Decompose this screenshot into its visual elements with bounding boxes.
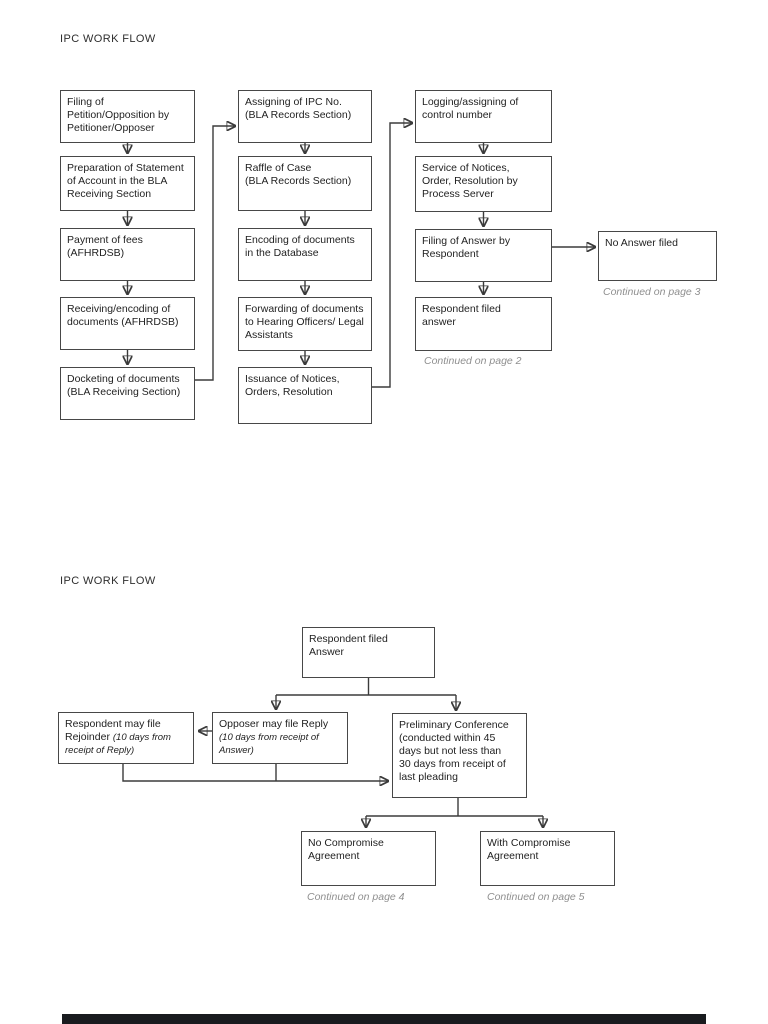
flow2-title: IPC WORK FLOW (60, 575, 156, 587)
node-issuance-notices-label: Issuance of Notices, Orders, Resolution (245, 373, 340, 398)
node-encoding-database: Encoding of documents in the Database (238, 228, 372, 281)
continued-page-5: Continued on page 5 (487, 891, 585, 903)
node-no-answer-filed: No Answer filed (598, 231, 717, 281)
node-no-answer-filed-label: No Answer filed (605, 237, 678, 249)
node-payment-of-fees-label: Payment of fees (AFHRDSB) (67, 234, 143, 259)
node-docketing-documents: Docketing of documents (BLA Receiving Se… (60, 367, 195, 420)
node-payment-of-fees: Payment of fees (AFHRDSB) (60, 228, 195, 281)
node-respondent-filed-answer-2-label: Respondent filed Answer (309, 633, 388, 658)
node-opposer-reply: Opposer may file Reply (10 days from rec… (212, 712, 348, 764)
node-with-compromise-label: With Compromise Agreement (487, 837, 571, 862)
node-opposer-reply-label: Opposer may file Reply (219, 718, 329, 730)
node-assigning-ipc-no: Assigning of IPC No. (BLA Records Sectio… (238, 90, 372, 143)
node-receiving-encoding-label: Receiving/encoding of documents (AFHRDSB… (67, 303, 179, 328)
next-page-edge (62, 1014, 706, 1024)
node-no-compromise: No Compromise Agreement (301, 831, 436, 886)
node-preliminary-conference: Preliminary Conference (conducted within… (392, 713, 527, 798)
node-respondent-filed-answer-1: Respondent filed answer (415, 297, 552, 351)
node-opposer-reply-note: (10 days from receipt of Answer) (219, 732, 319, 756)
flow1-title: IPC WORK FLOW (60, 33, 156, 45)
node-issuance-notices: Issuance of Notices, Orders, Resolution (238, 367, 372, 424)
node-filing-petition: Filing of Petition/Opposition by Petitio… (60, 90, 195, 143)
node-raffle-of-case: Raffle of Case (BLA Records Section) (238, 156, 372, 211)
continued-page-4: Continued on page 4 (307, 891, 405, 903)
node-preparation-statement: Preparation of Statement of Account in t… (60, 156, 195, 211)
node-logging-control-number: Logging/assigning of control number (415, 90, 552, 143)
node-assigning-ipc-no-label: Assigning of IPC No. (BLA Records Sectio… (245, 96, 352, 121)
node-preliminary-conference-label: Preliminary Conference (conducted within… (399, 719, 509, 783)
connector-issuance-to-logging (372, 123, 412, 388)
node-service-of-notices-label: Service of Notices, Order, Resolution by… (422, 162, 518, 200)
node-docketing-documents-label: Docketing of documents (BLA Receiving Se… (67, 373, 181, 398)
continued-page-3: Continued on page 3 (603, 286, 701, 298)
node-encoding-database-label: Encoding of documents in the Database (245, 234, 355, 259)
node-receiving-encoding: Receiving/encoding of documents (AFHRDSB… (60, 297, 195, 350)
node-filing-of-answer: Filing of Answer by Respondent (415, 229, 552, 282)
node-respondent-filed-answer-2: Respondent filed Answer (302, 627, 435, 678)
node-filing-petition-label: Filing of Petition/Opposition by Petitio… (67, 96, 170, 134)
node-preparation-statement-label: Preparation of Statement of Account in t… (67, 162, 184, 200)
node-respondent-rejoinder-note: (10 days from receipt of Reply) (65, 732, 171, 756)
node-logging-control-number-label: Logging/assigning of control number (422, 96, 519, 121)
node-raffle-of-case-label: Raffle of Case (BLA Records Section) (245, 162, 352, 187)
node-service-of-notices: Service of Notices, Order, Resolution by… (415, 156, 552, 212)
connector-rejoinder-to-prelim (122, 764, 388, 781)
node-respondent-rejoinder: Respondent may file Rejoinder (10 days f… (58, 712, 194, 764)
node-no-compromise-label: No Compromise Agreement (308, 837, 384, 862)
node-respondent-filed-answer-1-label: Respondent filed answer (422, 303, 501, 328)
node-filing-of-answer-label: Filing of Answer by Respondent (422, 235, 511, 260)
node-forwarding-documents: Forwarding of documents to Hearing Offic… (238, 297, 372, 351)
node-with-compromise: With Compromise Agreement (480, 831, 615, 886)
node-respondent-rejoinder-label: Respondent may file Rejoinder (65, 718, 161, 743)
node-forwarding-documents-label: Forwarding of documents to Hearing Offic… (245, 303, 364, 341)
continued-page-2: Continued on page 2 (424, 355, 522, 367)
connector-docketing-to-assigning (195, 126, 235, 381)
